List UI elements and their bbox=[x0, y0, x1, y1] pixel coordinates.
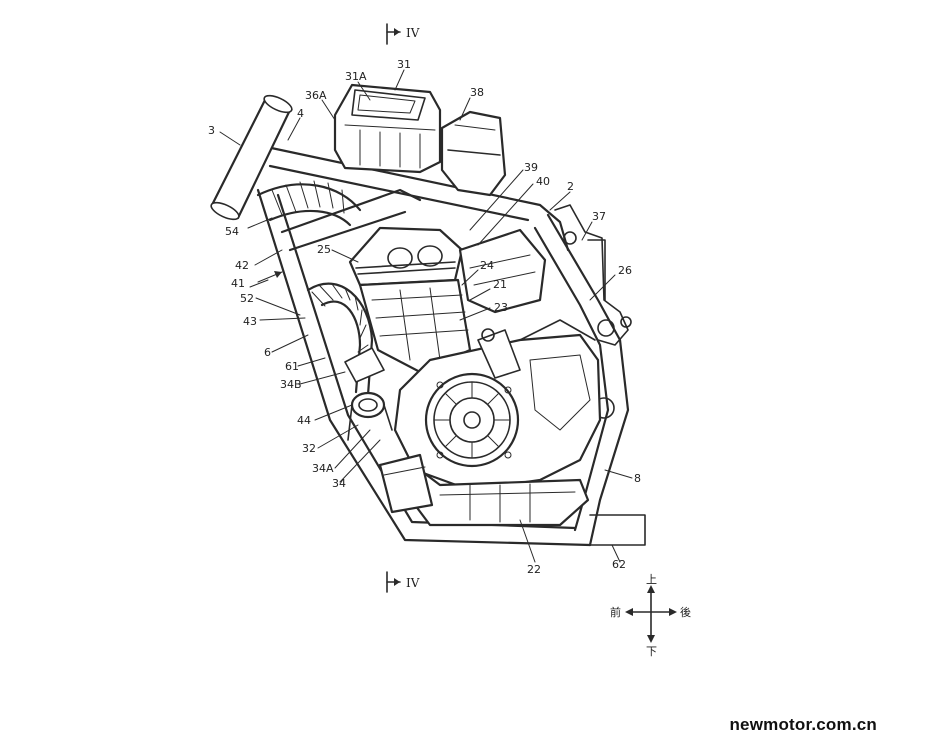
reference-numerals: 3 4 36A 31A 31 38 39 40 2 37 54 25 42 24… bbox=[208, 58, 641, 576]
ref-2: 2 bbox=[567, 180, 574, 193]
direction-indicator: 上 下 前 後 bbox=[610, 573, 691, 658]
component-38 bbox=[440, 110, 507, 197]
direction-front-label: 前 bbox=[610, 605, 621, 619]
ref-38: 38 bbox=[470, 86, 484, 99]
ref-52: 52 bbox=[240, 292, 254, 305]
arrow-down-icon bbox=[647, 635, 655, 643]
section-marker-top: IV bbox=[386, 23, 420, 45]
head-pipe bbox=[210, 94, 293, 221]
ref-4: 4 bbox=[297, 107, 304, 120]
ref-34A: 34A bbox=[312, 462, 334, 475]
arrow-41-icon bbox=[257, 271, 283, 283]
ref-40: 40 bbox=[536, 175, 550, 188]
arrow-right-icon bbox=[669, 608, 677, 616]
ref-39: 39 bbox=[524, 161, 538, 174]
ref-3: 3 bbox=[208, 124, 215, 137]
section-label-bottom: IV bbox=[406, 576, 420, 590]
ref-6: 6 bbox=[264, 346, 271, 359]
intake-duct bbox=[256, 180, 393, 441]
ref-32: 32 bbox=[302, 442, 316, 455]
engine bbox=[348, 226, 602, 527]
ref-37: 37 bbox=[592, 210, 606, 223]
ref-24: 24 bbox=[480, 259, 494, 272]
ref-41: 41 bbox=[231, 277, 245, 290]
section-marker-bottom: IV bbox=[386, 571, 420, 593]
ref-44: 44 bbox=[297, 414, 311, 427]
ref-26: 26 bbox=[618, 264, 632, 277]
direction-down-label: 下 bbox=[646, 645, 657, 658]
direction-rear-label: 後 bbox=[680, 605, 691, 619]
ref-8: 8 bbox=[634, 472, 641, 485]
ref-23: 23 bbox=[494, 301, 508, 314]
ref-34B: 34B bbox=[280, 378, 302, 391]
ref-43: 43 bbox=[243, 315, 257, 328]
ref-31: 31 bbox=[397, 58, 411, 71]
arrow-up-icon bbox=[647, 585, 655, 593]
ref-42: 42 bbox=[235, 259, 249, 272]
leader-lines bbox=[219, 69, 633, 563]
ref-62: 62 bbox=[612, 558, 626, 571]
watermark: newmotor.com.cn bbox=[729, 715, 877, 734]
air-cleaner-box bbox=[333, 83, 442, 174]
ref-31A: 31A bbox=[345, 70, 367, 83]
ref-21: 21 bbox=[493, 278, 507, 291]
vehicle-frame bbox=[256, 144, 646, 547]
ref-61: 61 bbox=[285, 360, 299, 373]
ref-36A: 36A bbox=[305, 89, 327, 102]
direction-up-label: 上 bbox=[646, 573, 657, 586]
ref-22: 22 bbox=[527, 563, 541, 576]
ref-34: 34 bbox=[332, 477, 346, 490]
ref-54: 54 bbox=[225, 225, 239, 238]
ref-25: 25 bbox=[317, 243, 331, 256]
arrow-left-icon bbox=[625, 608, 633, 616]
section-label-top: IV bbox=[406, 26, 420, 40]
